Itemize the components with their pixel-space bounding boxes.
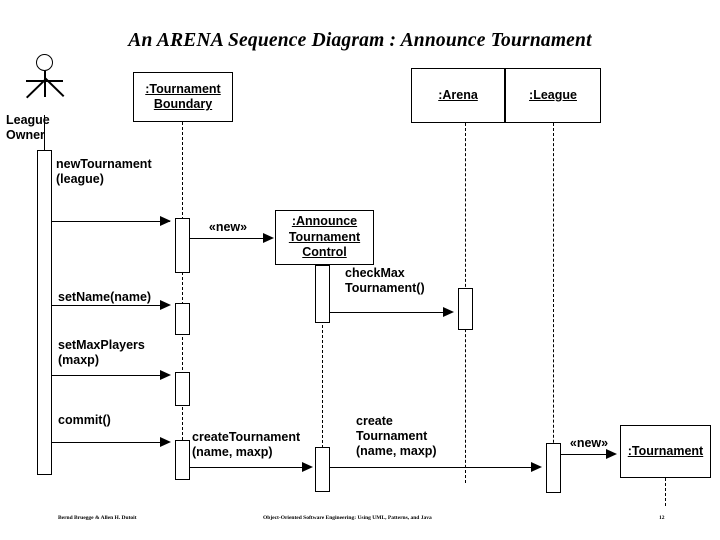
- object-tournament-label: :Tournament: [627, 443, 704, 458]
- message-new-control-label: «new»: [208, 220, 248, 234]
- actor-head-icon: [36, 54, 53, 71]
- message-check-max-tournament-arrowhead-icon: [443, 307, 454, 317]
- message-commit-arrowhead-icon: [160, 437, 171, 447]
- object-announce-tournament-control[interactable]: :Announce Tournament Control: [275, 210, 374, 265]
- activation-boundary-commit: [175, 440, 190, 480]
- lifeline-tournament: [665, 478, 666, 506]
- message-new-tournament-object-label: «new»: [569, 436, 609, 450]
- message-new-tournament-label: newTournament (league): [56, 157, 152, 186]
- actor-label: League Owner: [6, 113, 50, 142]
- activation-control-create: [315, 447, 330, 492]
- object-tournament-boundary-label: :Tournament Boundary: [145, 81, 221, 112]
- activation-arena-check: [458, 288, 473, 330]
- activation-boundary-setmax: [175, 372, 190, 406]
- message-set-max-players-arrowhead-icon: [160, 370, 171, 380]
- lifeline-announce-control: [322, 265, 323, 483]
- message-check-max-tournament-label: checkMax Tournament(): [345, 266, 425, 295]
- message-new-tournament-object-arrowhead-icon: [606, 449, 617, 459]
- message-set-name-line: [52, 305, 165, 306]
- object-arena-label: :Arena: [438, 87, 478, 102]
- lifeline-tournament-boundary: [182, 122, 183, 475]
- object-league-label: :League: [529, 87, 577, 102]
- object-arena[interactable]: :Arena: [411, 68, 505, 123]
- message-create-tournament-boundary-label: createTournament (name, maxp): [192, 430, 301, 459]
- message-create-tournament-boundary-arrowhead-icon: [302, 462, 313, 472]
- footer-authors: Bernd Bruegge & Allen H. Dutoit: [58, 515, 137, 521]
- object-tournament[interactable]: :Tournament: [620, 425, 711, 478]
- message-check-max-tournament-line: [330, 312, 450, 313]
- message-create-tournament-boundary-line: [190, 467, 308, 468]
- message-set-name-label: setName(name): [58, 290, 152, 304]
- message-commit-line: [52, 442, 165, 443]
- message-commit-label: commit(): [58, 413, 111, 427]
- message-new-control-line: [190, 238, 268, 239]
- activation-league-create: [546, 443, 561, 493]
- object-tournament-boundary[interactable]: :Tournament Boundary: [133, 72, 233, 122]
- activation-league-owner: [37, 150, 52, 475]
- message-set-name-arrowhead-icon: [160, 300, 171, 310]
- message-set-max-players-label: setMaxPlayers (maxp): [58, 338, 145, 367]
- footer-book-title: Object-Oriented Software Engineering: Us…: [263, 515, 432, 521]
- footer-page-number: 12: [659, 515, 665, 521]
- message-create-tournament-league-label: create Tournament (name, maxp): [356, 414, 437, 458]
- actor-leg-left: [26, 79, 46, 99]
- message-create-tournament-league-arrowhead-icon: [531, 462, 542, 472]
- activation-boundary-setname: [175, 303, 190, 335]
- message-set-max-players-line: [52, 375, 165, 376]
- message-new-tournament-line: [52, 221, 170, 222]
- message-new-tournament-arrowhead-icon: [160, 216, 171, 226]
- object-announce-tournament-control-label: :Announce Tournament Control: [288, 214, 361, 260]
- message-new-control-arrowhead-icon: [263, 233, 274, 243]
- actor-body-line: [44, 71, 46, 97]
- lifeline-league: [553, 123, 554, 483]
- message-create-tournament-league-line: [330, 467, 536, 468]
- activation-boundary-new: [175, 218, 190, 273]
- activation-control-check: [315, 265, 330, 323]
- page-title: An ARENA Sequence Diagram : Announce Tou…: [128, 30, 592, 51]
- object-league[interactable]: :League: [505, 68, 601, 123]
- message-new-tournament-object-line: [561, 454, 611, 455]
